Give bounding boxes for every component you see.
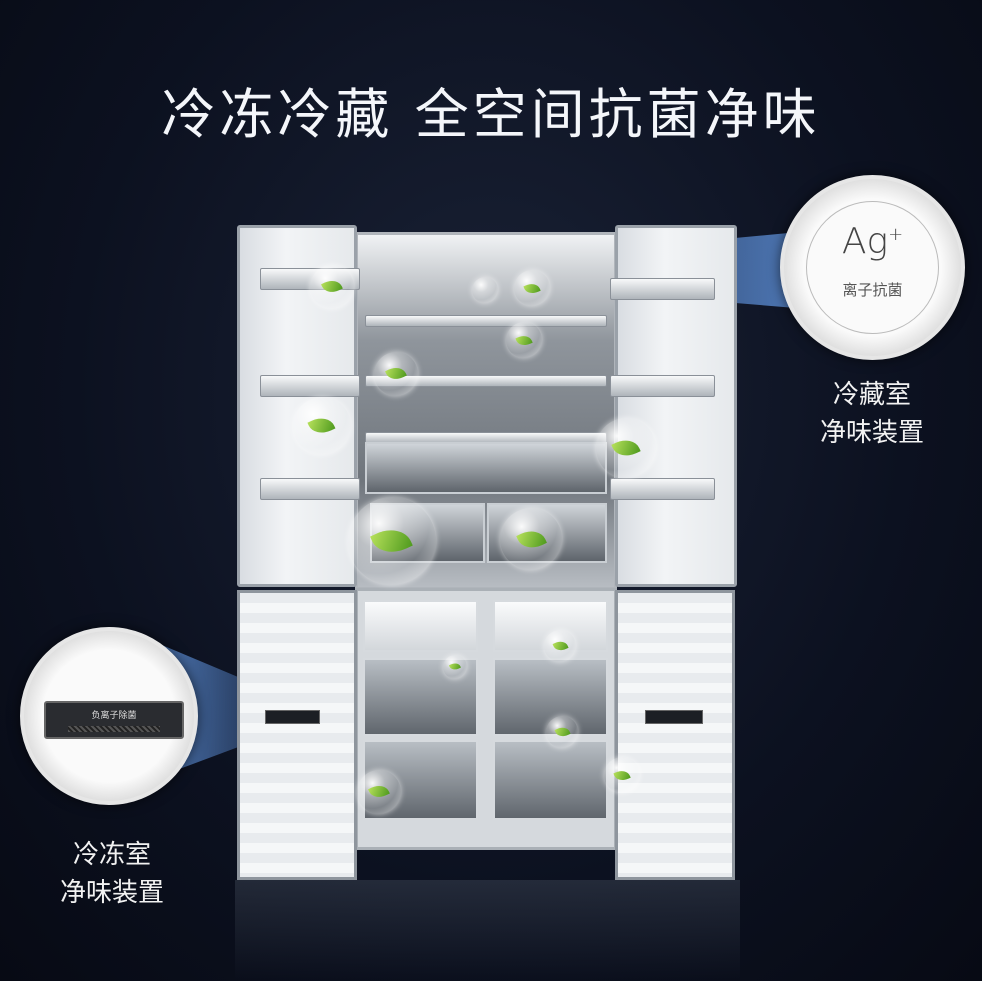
ion-device: 负离子除菌 bbox=[44, 701, 184, 739]
freezer-drawer[interactable] bbox=[493, 740, 608, 820]
leaf-bubble-icon bbox=[310, 265, 354, 309]
shelf bbox=[365, 315, 607, 327]
freezer-drawer[interactable] bbox=[363, 600, 478, 652]
leaf-bubble-icon bbox=[348, 497, 436, 585]
freezer-callout-label: 冷冻室 净味装置 bbox=[59, 840, 164, 908]
door-bin bbox=[610, 278, 715, 300]
freezer-door-right[interactable] bbox=[615, 590, 735, 880]
door-bin bbox=[260, 478, 360, 500]
leaf-bubble-icon bbox=[514, 270, 550, 306]
door-bin bbox=[260, 375, 360, 397]
freezer-door-device bbox=[645, 710, 703, 724]
door-bin bbox=[610, 375, 715, 397]
freezer-door-device bbox=[265, 710, 320, 724]
refrigerator bbox=[235, 220, 740, 880]
shelf bbox=[365, 375, 607, 387]
headline: 冷冻冷藏 全空间抗菌净味 bbox=[161, 83, 821, 146]
leaf-bubble-icon bbox=[293, 397, 351, 455]
leaf-bubble-icon bbox=[596, 418, 656, 478]
door-bin bbox=[610, 478, 715, 500]
leaf-bubble-icon bbox=[374, 352, 418, 396]
leaf-bubble-icon bbox=[604, 757, 640, 793]
ag-symbol: Ag bbox=[841, 221, 889, 262]
leaf-bubble-icon bbox=[546, 716, 578, 748]
freezer-door-left[interactable] bbox=[237, 590, 357, 880]
leaf-bubble-icon bbox=[443, 655, 467, 679]
floor-reflection bbox=[235, 880, 740, 981]
freezer-device-magnifier: 负离子除菌 bbox=[20, 627, 198, 805]
leaf-bubble-icon bbox=[544, 630, 576, 662]
crisper-drawer[interactable] bbox=[365, 442, 607, 494]
leaf-bubble-icon bbox=[506, 322, 542, 358]
ag-superscript: + bbox=[888, 224, 904, 245]
ag-mini-badge bbox=[472, 277, 498, 303]
leaf-bubble-icon bbox=[357, 770, 401, 814]
fridge-callout-label: 冷藏室 净味装置 bbox=[819, 380, 924, 448]
leaf-bubble-icon bbox=[500, 508, 562, 570]
ag-ion-magnifier: Ag+ 离子抗菌 bbox=[780, 175, 965, 360]
ag-badge-text: 离子抗菌 bbox=[842, 281, 903, 299]
